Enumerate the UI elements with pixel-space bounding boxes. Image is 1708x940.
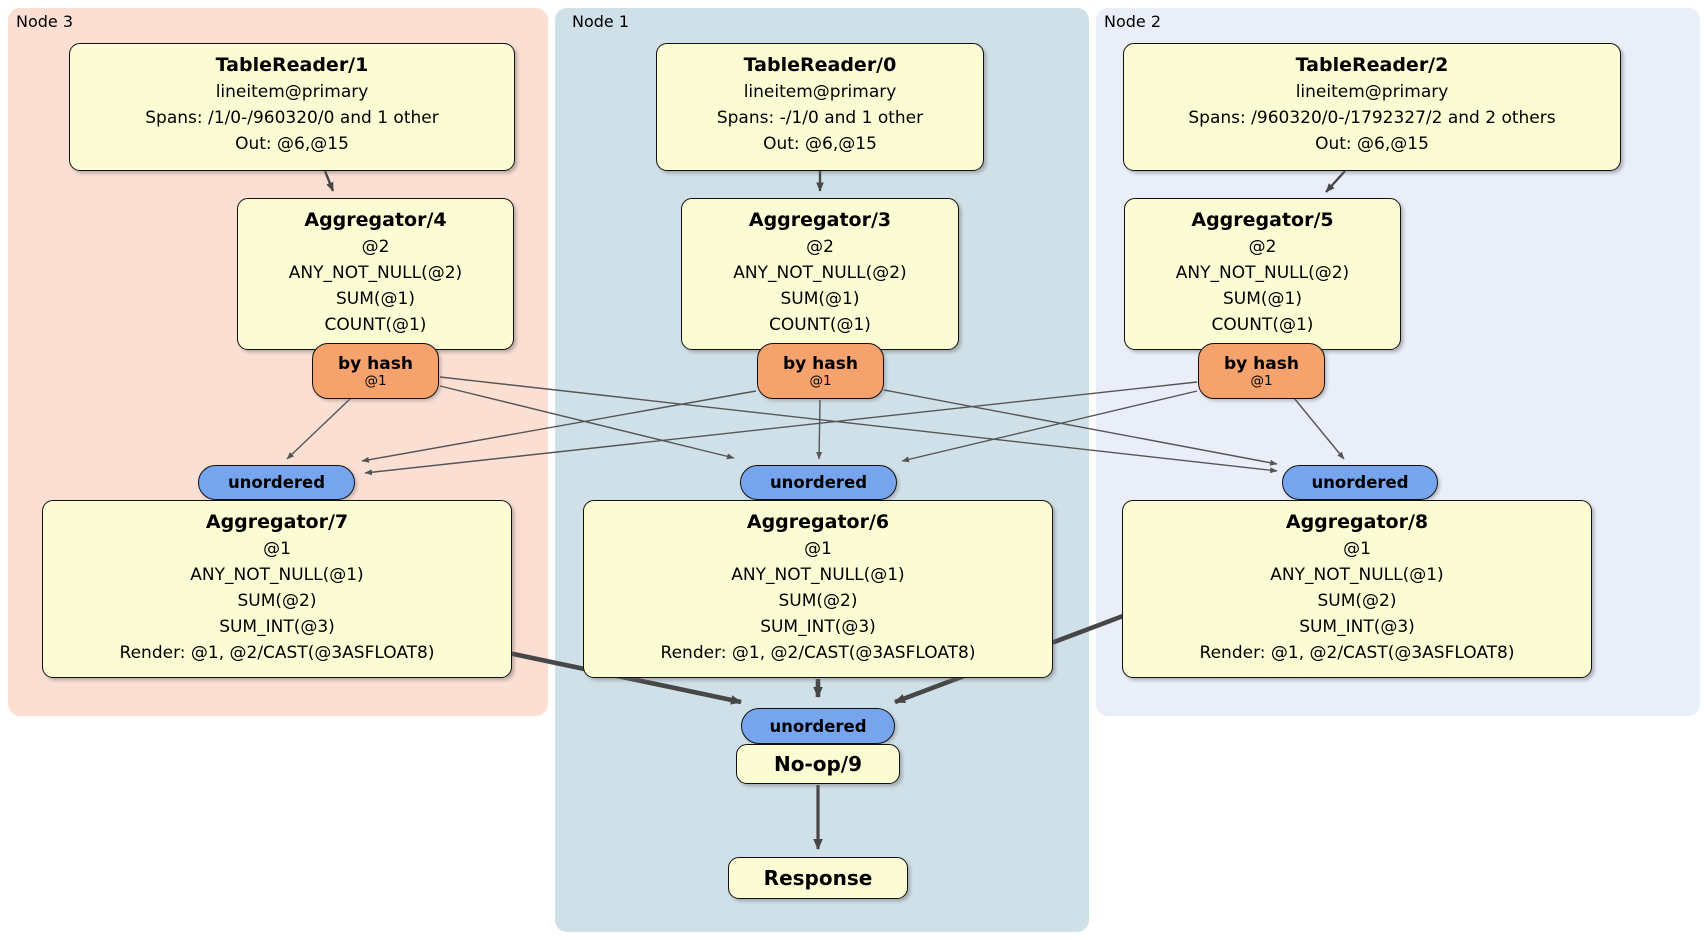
op-tablereader-0: TableReader/0 lineitem@primary Spans: -/… xyxy=(656,43,984,171)
router-label: by hash xyxy=(1224,353,1299,374)
op-title: Response xyxy=(763,866,873,890)
op-render-line: Render: @1, @2/CAST(@3ASFLOAT8) xyxy=(660,643,976,663)
op-agg-line: COUNT(@1) xyxy=(769,315,871,335)
op-agg-line: ANY_NOT_NULL(@1) xyxy=(731,565,905,585)
op-agg-line: SUM(@2) xyxy=(237,591,317,611)
op-group-line: @1 xyxy=(1343,539,1371,559)
op-group-line: @1 xyxy=(804,539,832,559)
op-title: TableReader/2 xyxy=(1295,54,1449,76)
op-index-line: lineitem@primary xyxy=(743,82,897,102)
panel-label-node3: Node 3 xyxy=(16,12,74,31)
router-detail: @1 xyxy=(364,372,387,389)
op-agg-line: SUM_INT(@3) xyxy=(1299,617,1415,637)
sync-unordered-bottom: unordered xyxy=(741,708,895,744)
op-title: TableReader/0 xyxy=(743,54,897,76)
op-agg-line: SUM(@2) xyxy=(1317,591,1397,611)
op-out-line: Out: @6,@15 xyxy=(763,134,877,154)
op-title: Aggregator/4 xyxy=(304,209,447,231)
router-byhash-5: by hash @1 xyxy=(1198,343,1325,399)
op-aggregator-8: Aggregator/8 @1 ANY_NOT_NULL(@1) SUM(@2)… xyxy=(1122,500,1592,678)
op-agg-line: SUM(@2) xyxy=(778,591,858,611)
op-agg-line: ANY_NOT_NULL(@1) xyxy=(190,565,364,585)
op-spans-line: Spans: /1/0-/960320/0 and 1 other xyxy=(145,108,439,128)
op-group-line: @2 xyxy=(1248,237,1277,257)
op-index-line: lineitem@primary xyxy=(1295,82,1449,102)
op-spans-line: Spans: -/1/0 and 1 other xyxy=(716,108,924,128)
router-byhash-3: by hash @1 xyxy=(757,343,884,399)
op-agg-line: SUM_INT(@3) xyxy=(760,617,876,637)
op-title: Aggregator/7 xyxy=(205,511,349,533)
op-title: No-op/9 xyxy=(773,752,863,776)
op-group-line: @2 xyxy=(806,237,834,257)
op-title: Aggregator/5 xyxy=(1191,209,1334,231)
sync-unordered-left: unordered xyxy=(198,465,355,500)
op-agg-line: SUM(@1) xyxy=(336,289,415,309)
panel-label-node2: Node 2 xyxy=(1104,12,1162,31)
op-agg-line: COUNT(@1) xyxy=(324,315,427,335)
op-agg-line: ANY_NOT_NULL(@2) xyxy=(288,263,463,283)
router-label: by hash xyxy=(783,353,858,374)
op-spans-line: Spans: /960320/0-/1792327/2 and 2 others xyxy=(1188,108,1556,128)
op-group-line: @2 xyxy=(361,237,390,257)
op-agg-line: SUM(@1) xyxy=(1223,289,1302,309)
op-out-line: Out: @6,@15 xyxy=(1315,134,1429,154)
op-aggregator-7: Aggregator/7 @1 ANY_NOT_NULL(@1) SUM(@2)… xyxy=(42,500,512,678)
op-aggregator-5: Aggregator/5 @2 ANY_NOT_NULL(@2) SUM(@1)… xyxy=(1124,198,1401,350)
router-detail: @1 xyxy=(1250,372,1273,389)
op-agg-line: SUM(@1) xyxy=(780,289,860,309)
op-response: Response xyxy=(728,857,908,899)
op-agg-line: ANY_NOT_NULL(@1) xyxy=(1270,565,1444,585)
op-agg-line: SUM_INT(@3) xyxy=(219,617,335,637)
op-title: Aggregator/6 xyxy=(746,511,890,533)
router-label: by hash xyxy=(338,353,413,374)
op-aggregator-6: Aggregator/6 @1 ANY_NOT_NULL(@1) SUM(@2)… xyxy=(583,500,1053,678)
op-tablereader-1: TableReader/1 lineitem@primary Spans: /1… xyxy=(69,43,515,171)
op-aggregator-3: Aggregator/3 @2 ANY_NOT_NULL(@2) SUM(@1)… xyxy=(681,198,959,350)
op-title: Aggregator/3 xyxy=(748,209,892,231)
sync-unordered-right: unordered xyxy=(1282,465,1438,500)
op-title: TableReader/1 xyxy=(215,54,369,76)
router-detail: @1 xyxy=(809,372,832,389)
op-render-line: Render: @1, @2/CAST(@3ASFLOAT8) xyxy=(119,643,435,663)
sync-unordered-mid: unordered xyxy=(740,465,897,500)
op-noop-9: No-op/9 xyxy=(736,744,900,784)
op-agg-line: ANY_NOT_NULL(@2) xyxy=(1175,263,1350,283)
router-byhash-4: by hash @1 xyxy=(312,343,439,399)
op-tablereader-2: TableReader/2 lineitem@primary Spans: /9… xyxy=(1123,43,1621,171)
op-index-line: lineitem@primary xyxy=(215,82,369,102)
op-title: Aggregator/8 xyxy=(1285,511,1429,533)
panel-label-node1: Node 1 xyxy=(572,12,630,31)
op-aggregator-4: Aggregator/4 @2 ANY_NOT_NULL(@2) SUM(@1)… xyxy=(237,198,514,350)
op-group-line: @1 xyxy=(263,539,291,559)
op-agg-line: ANY_NOT_NULL(@2) xyxy=(733,263,907,283)
op-agg-line: COUNT(@1) xyxy=(1211,315,1314,335)
op-out-line: Out: @6,@15 xyxy=(235,134,349,154)
op-render-line: Render: @1, @2/CAST(@3ASFLOAT8) xyxy=(1199,643,1515,663)
